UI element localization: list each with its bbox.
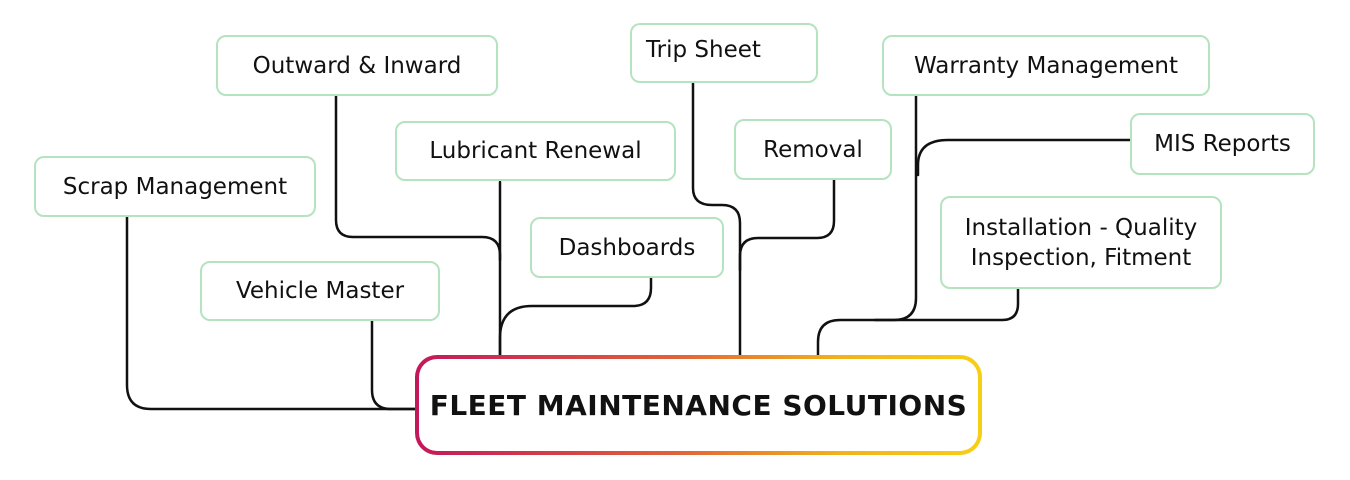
- node-installation: Installation - Quality Inspection, Fitme…: [940, 196, 1222, 289]
- connector-mis-reports: [916, 138, 1132, 177]
- connector-dashboards: [498, 276, 653, 357]
- center-node: FLEET MAINTENANCE SOLUTIONS: [415, 355, 982, 455]
- node-dashboards: Dashboards: [530, 217, 724, 278]
- connector-vehicle-master: [370, 319, 417, 411]
- node-removal: Removal: [734, 119, 892, 180]
- connector-installation: [816, 287, 1020, 357]
- node-lubricant-renewal: Lubricant Renewal: [395, 121, 676, 181]
- connector-trip-sheet: [691, 81, 742, 357]
- node-outward-inward: Outward & Inward: [216, 35, 498, 96]
- node-trip-sheet: Trip Sheet: [630, 23, 818, 83]
- node-scrap-management: Scrap Management: [34, 156, 316, 217]
- center-node-label: FLEET MAINTENANCE SOLUTIONS: [419, 359, 978, 451]
- node-vehicle-master: Vehicle Master: [200, 261, 440, 321]
- node-warranty-management: Warranty Management: [882, 35, 1210, 96]
- connector-removal: [738, 178, 836, 272]
- connector-scrap-management: [125, 215, 417, 411]
- node-mis-reports: MIS Reports: [1130, 113, 1315, 175]
